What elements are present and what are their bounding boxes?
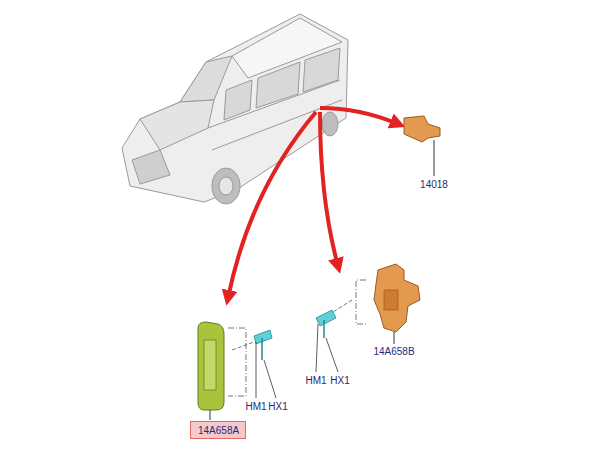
door-switch-right — [316, 264, 420, 372]
door-switch-left — [198, 322, 276, 420]
callout-number: 14A658B — [373, 346, 414, 358]
part-number: 14A658A — [198, 425, 238, 437]
van — [122, 14, 348, 204]
pin-name: HX1 — [268, 401, 287, 413]
pin-name: HM1 — [245, 401, 266, 413]
sensor-part — [404, 116, 440, 176]
pin-name: HM1 — [305, 375, 326, 387]
pointer-arrows — [228, 108, 398, 298]
callout-number: 14018 — [420, 179, 448, 191]
highlighted-part-number: 14A658A — [190, 421, 246, 439]
pin-name: HX1 — [330, 375, 349, 387]
